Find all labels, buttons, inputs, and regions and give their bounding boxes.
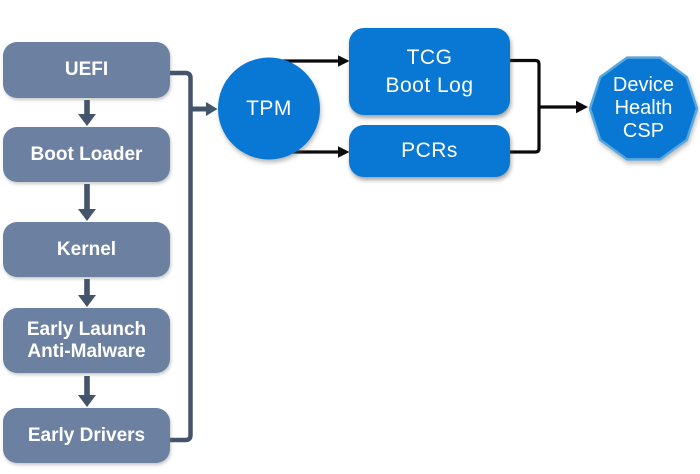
- tpm-circle: [218, 57, 320, 160]
- node-early-launch-anti-malware-label: Early Launch Anti-Malware: [26, 318, 147, 362]
- device-health-decagon: [588, 56, 699, 161]
- node-early-drivers-label: Early Drivers: [27, 424, 146, 446]
- bracket-to-csp: [510, 58, 541, 154]
- node-uefi: UEFI: [3, 42, 170, 98]
- node-pcrs: PCRs: [349, 125, 510, 177]
- node-kernel: Kernel: [3, 222, 170, 277]
- arrow-tpm-pcrs-head: [338, 146, 350, 158]
- flow-arrow-uefi-bootloader: [78, 100, 96, 126]
- flow-arrow-bootloader-kernel: [78, 184, 96, 221]
- chain-to-tpm-connector: [170, 70, 193, 443]
- arrow-tpm-tcg-head: [338, 55, 350, 67]
- node-boot-loader-label: Boot Loader: [30, 143, 143, 165]
- node-pcrs-label: PCRs: [401, 139, 458, 162]
- node-device-health-csp-label: Device Health CSP: [590, 55, 697, 162]
- node-early-launch-anti-malware: Early Launch Anti-Malware: [3, 308, 170, 373]
- tpm-text: TPM: [246, 96, 292, 120]
- node-kernel-label: Kernel: [56, 238, 117, 260]
- node-tcg-boot-log: TCG Boot Log: [349, 28, 510, 115]
- node-tcg-boot-log-label: TCG Boot Log: [385, 45, 474, 97]
- flow-arrow-elam-earlydrivers: [78, 376, 96, 407]
- flow-arrow-kernel-elam: [78, 279, 96, 307]
- node-uefi-label: UEFI: [64, 59, 109, 80]
- node-early-drivers: Early Drivers: [3, 408, 170, 463]
- arrow-to-csp-head: [576, 100, 588, 114]
- node-boot-loader: Boot Loader: [3, 127, 170, 182]
- node-tpm-label: TPM: [219, 58, 319, 159]
- connector-arrow-to-tpm: [190, 102, 218, 116]
- device-health-csp-text: Device Health CSP: [612, 74, 675, 142]
